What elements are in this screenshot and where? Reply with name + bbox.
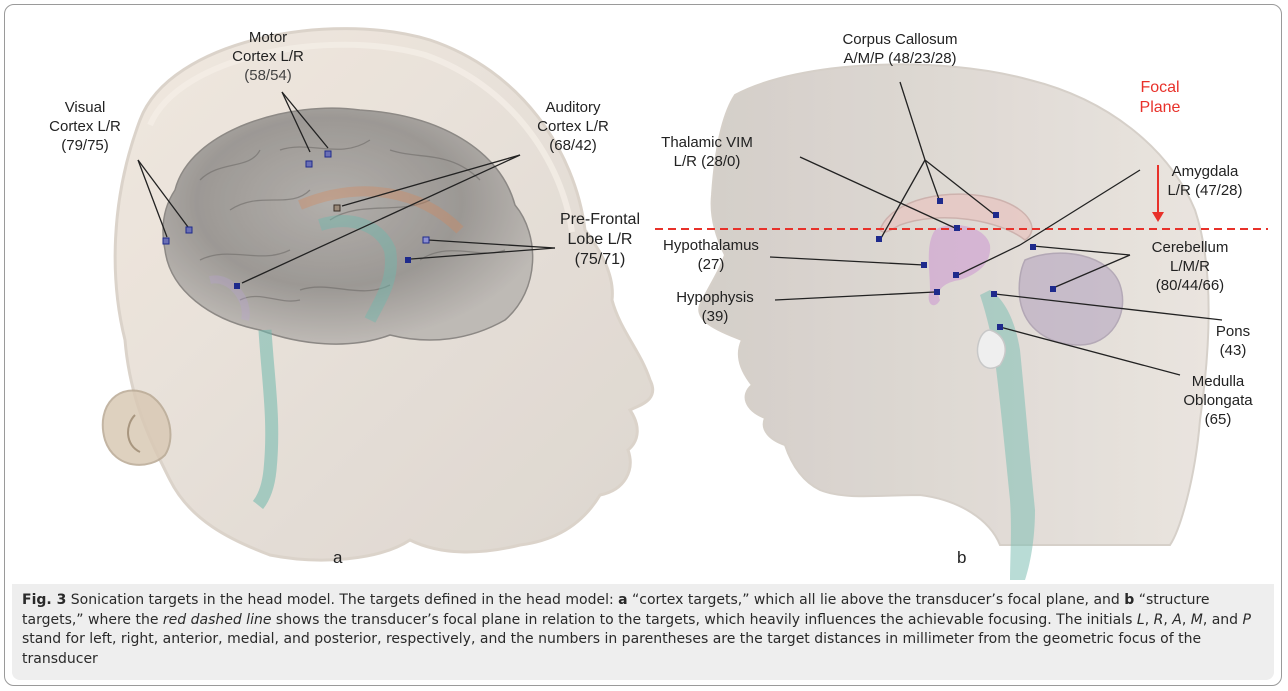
label-focal-plane: Focal Plane	[1128, 78, 1192, 118]
caption-sep-2: ,	[1163, 612, 1172, 628]
caption-sep-1: ,	[1145, 612, 1154, 628]
target-thalamic-left	[954, 225, 960, 231]
caption-initial-p: P	[1243, 612, 1251, 628]
target-visual-right	[186, 227, 192, 233]
caption-initial-l: L	[1137, 612, 1145, 628]
label-hypophysis: Hypophysis (39)	[660, 288, 770, 326]
panel-letter-a: a	[333, 548, 342, 568]
label-amygdala: Amygdala L/R (47/28)	[1150, 162, 1260, 200]
caption-initial-a: A	[1172, 612, 1182, 628]
caption-text-5: stand for left, right, anterior, medial,…	[22, 631, 1201, 667]
target-prefrontal-left	[423, 237, 429, 243]
target-corpus-callosum-anterior	[876, 236, 882, 242]
target-motor-left	[306, 161, 312, 167]
label-motor-cortex: Motor Cortex L/R (58/54)	[208, 28, 328, 85]
label-visual-cortex: Visual Cortex L/R (79/75)	[30, 98, 140, 155]
target-prefrontal-right	[405, 257, 411, 263]
caption-b-letter: b	[1124, 592, 1134, 608]
target-motor-right	[325, 151, 331, 157]
caption-italic-red-dashed-line: red dashed line	[163, 612, 272, 628]
target-hypothalamus	[921, 262, 927, 268]
target-medulla	[997, 324, 1003, 330]
figure-caption: Fig. 3 Sonication targets in the head mo…	[12, 584, 1274, 680]
label-pons: Pons (43)	[1208, 322, 1258, 360]
label-thalamic-vim: Thalamic VIM L/R (28/0)	[652, 133, 762, 171]
caption-initial-r: R	[1154, 612, 1164, 628]
caption-sep-3: ,	[1182, 612, 1191, 628]
target-corpus-callosum-medial	[937, 198, 943, 204]
caption-sep-4: , and	[1203, 612, 1243, 628]
caption-text-2: “cortex targets,” which all lie above th…	[628, 592, 1125, 608]
caption-text-1: Sonication targets in the head model. Th…	[66, 592, 618, 608]
caption-a-letter: a	[618, 592, 627, 608]
target-hypophysis	[934, 289, 940, 295]
label-auditory-cortex: Auditory Cortex L/R (68/42)	[518, 98, 628, 155]
target-cerebellum-right	[1050, 286, 1056, 292]
label-medulla-oblongata: Medulla Oblongata (65)	[1168, 372, 1268, 429]
label-cerebellum: Cerebellum L/M/R (80/44/66)	[1130, 238, 1250, 295]
caption-fig-label: Fig. 3	[22, 592, 66, 608]
target-corpus-callosum-posterior	[993, 212, 999, 218]
target-amygdala-left	[953, 272, 959, 278]
caption-initial-m: M	[1191, 612, 1203, 628]
target-auditory-left	[334, 205, 340, 211]
target-cerebellum-left	[1030, 244, 1036, 250]
target-pons	[991, 291, 997, 297]
panel-letter-b: b	[957, 548, 966, 568]
caption-text-4: shows the transducer’s focal plane in re…	[271, 612, 1136, 628]
label-hypothalamus: Hypothalamus (27)	[652, 236, 770, 274]
label-prefrontal-lobe: Pre-Frontal Lobe L/R (75/71)	[548, 210, 652, 270]
panel-b-head	[699, 64, 1209, 580]
target-auditory-right	[234, 283, 240, 289]
label-corpus-callosum: Corpus Callosum A/M/P (48/23/28)	[825, 30, 975, 68]
target-visual-left	[163, 238, 169, 244]
